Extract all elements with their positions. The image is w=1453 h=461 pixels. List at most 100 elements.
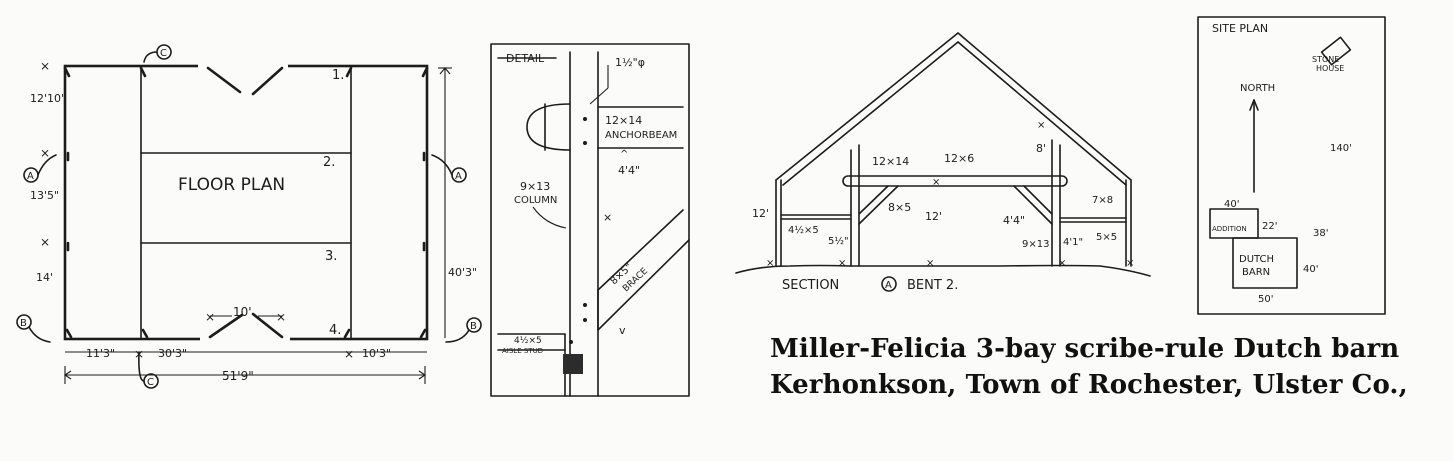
svg-text:22': 22' xyxy=(1262,221,1277,232)
beam-name-label: ANCHORBEAM xyxy=(605,130,677,141)
svg-text:C: C xyxy=(160,48,167,59)
svg-text:⨯: ⨯ xyxy=(1126,258,1134,269)
stone-house xyxy=(1320,36,1352,66)
detail-panel: DETAIL 1½"φ 12×14 ANCHORBEAM ^ 4'4" 9×13… xyxy=(490,43,690,397)
svg-text:⨯: ⨯ xyxy=(932,177,940,188)
section-caption-suffix: BENT 2. xyxy=(907,278,958,293)
svg-text:HOUSE: HOUSE xyxy=(1316,64,1344,73)
door-width-label: 10' xyxy=(233,305,252,319)
ground-line xyxy=(735,264,1151,277)
section-marker-b-right: B xyxy=(445,317,482,343)
svg-text:30'3": 30'3" xyxy=(158,347,187,360)
svg-text:STONE: STONE xyxy=(1312,55,1339,64)
aisle-size-label: 4½×5 xyxy=(514,336,542,346)
svg-text:⨯: ⨯ xyxy=(1058,258,1066,269)
svg-text:⨯: ⨯ xyxy=(926,258,934,269)
svg-text:38': 38' xyxy=(1313,228,1328,239)
posts xyxy=(63,66,429,339)
svg-text:⨯: ⨯ xyxy=(276,310,286,324)
svg-text:⨯: ⨯ xyxy=(205,310,215,324)
tie-12x14-label: 12×14 xyxy=(872,155,909,168)
svg-text:⨯: ⨯ xyxy=(40,59,50,73)
caption-line-1: Miller-Felicia 3-bay scribe-rule Dutch b… xyxy=(770,334,1400,364)
section-bent-2: 12×14 12×6 ⨯ 8×5 12' 12' 8' ⨯ 4'4" 9×13 … xyxy=(735,32,1151,293)
floor-plan: 10' ⨯ ⨯ FLOOR PLAN 1. 2. 3. 4. C C A xyxy=(16,44,482,389)
section-caption-marker: A xyxy=(885,280,892,291)
svg-text:40': 40' xyxy=(1303,264,1318,275)
col-913-label: 9×13 xyxy=(1022,239,1049,250)
column-size-label: 9×13 xyxy=(520,180,550,193)
site-plan: SITE PLAN STONE HOUSE NORTH 140' 40' ADD… xyxy=(1197,16,1386,315)
top-doors xyxy=(198,62,288,96)
bottom-doors: 10' ⨯ ⨯ xyxy=(200,305,290,343)
bottom-dimensions: 11'3" 30'3" 10'3" ⨯ ⨯ 51'9" xyxy=(64,347,427,384)
barn-outline xyxy=(63,64,429,341)
bay-label-1: 1. xyxy=(332,68,344,83)
section-marker-a-right: A xyxy=(431,154,467,183)
svg-text:10'3": 10'3" xyxy=(362,347,391,360)
dim-depth-label: 40'3" xyxy=(448,266,477,279)
svg-text:DUTCH: DUTCH xyxy=(1239,254,1274,265)
section-marker-c-top: C xyxy=(143,44,172,63)
svg-text:⨯: ⨯ xyxy=(1037,120,1045,131)
svg-text:⨯: ⨯ xyxy=(40,235,50,249)
section-marker-b-left: B xyxy=(16,314,51,343)
dim-bay2-label: 13'5" xyxy=(30,189,59,202)
svg-text:v: v xyxy=(619,324,626,337)
aisle-name-label: AISLE STUD xyxy=(502,347,543,355)
svg-text:A: A xyxy=(455,171,462,182)
dutch-barn-building xyxy=(1232,237,1298,289)
svg-text:BARN: BARN xyxy=(1242,267,1270,278)
svg-text:B: B xyxy=(20,318,27,329)
svg-text:ADDITION: ADDITION xyxy=(1212,225,1247,233)
svg-text:⨯: ⨯ xyxy=(603,211,612,224)
dim-140-label: 140' xyxy=(1330,143,1352,154)
sill-7x8-label: 7×8 xyxy=(1092,195,1113,206)
section-marker-a-left: A xyxy=(23,154,57,183)
stud-5x5-label: 5×5 xyxy=(1096,232,1117,243)
column-name-label: COLUMN xyxy=(514,195,557,206)
floor-plan-title: FLOOR PLAN xyxy=(178,175,285,195)
bay-label-4: 4. xyxy=(329,323,341,338)
caption-line-2: Kerhonkson, Town of Rochester, Ulster Co… xyxy=(770,370,1408,400)
svg-text:⨯: ⨯ xyxy=(344,347,354,361)
dim-5-label: 5½" xyxy=(828,235,849,247)
section-marker-c-bottom: C xyxy=(138,351,159,389)
brace-8x5-label: 8×5 xyxy=(888,201,911,214)
svg-text:⨯: ⨯ xyxy=(40,146,50,160)
svg-text:50': 50' xyxy=(1258,294,1273,305)
inner-height-label: 12' xyxy=(925,210,942,223)
peg-label: 1½"φ xyxy=(615,56,645,69)
tie-12x6-label: 12×6 xyxy=(944,152,974,165)
svg-text:⨯: ⨯ xyxy=(766,258,774,269)
svg-text:C: C xyxy=(147,377,154,388)
left-dimensions: ⨯ ⨯ ⨯ 12'10" 13'5" 14' xyxy=(30,59,66,284)
site-plan-title: SITE PLAN xyxy=(1212,22,1268,35)
dim-bay1-label: 12'10" xyxy=(30,92,66,105)
dim-8-label: 8' xyxy=(1036,142,1046,155)
beam-size-label: 12×14 xyxy=(605,114,642,127)
north-label: NORTH xyxy=(1240,83,1275,94)
right-dimension: 40'3" xyxy=(438,67,477,338)
outer-height-label: 12' xyxy=(752,207,769,220)
stud-45-label: 4½×5 xyxy=(788,224,819,236)
dim-bay3-label: 14' xyxy=(36,271,53,284)
svg-text:^: ^ xyxy=(620,149,628,160)
site-plan-frame xyxy=(1197,16,1386,315)
svg-text:40': 40' xyxy=(1224,199,1239,210)
section-caption-prefix: SECTION xyxy=(782,278,839,293)
svg-text:⨯: ⨯ xyxy=(838,258,846,269)
dim-44-label: 4'4" xyxy=(1003,214,1025,227)
beam-dim-label: 4'4" xyxy=(618,164,640,177)
detail-frame xyxy=(490,43,690,397)
svg-text:B: B xyxy=(470,321,477,332)
dim-41-label: 4'1" xyxy=(1063,237,1083,248)
svg-text:A: A xyxy=(27,171,34,182)
svg-text:⨯: ⨯ xyxy=(134,347,144,361)
addition-building xyxy=(1209,208,1259,239)
svg-text:11'3": 11'3" xyxy=(86,347,115,360)
bay-label-3: 3. xyxy=(325,249,337,264)
stud-section-hatch xyxy=(563,354,583,374)
dim-total-label: 51'9" xyxy=(222,369,254,383)
